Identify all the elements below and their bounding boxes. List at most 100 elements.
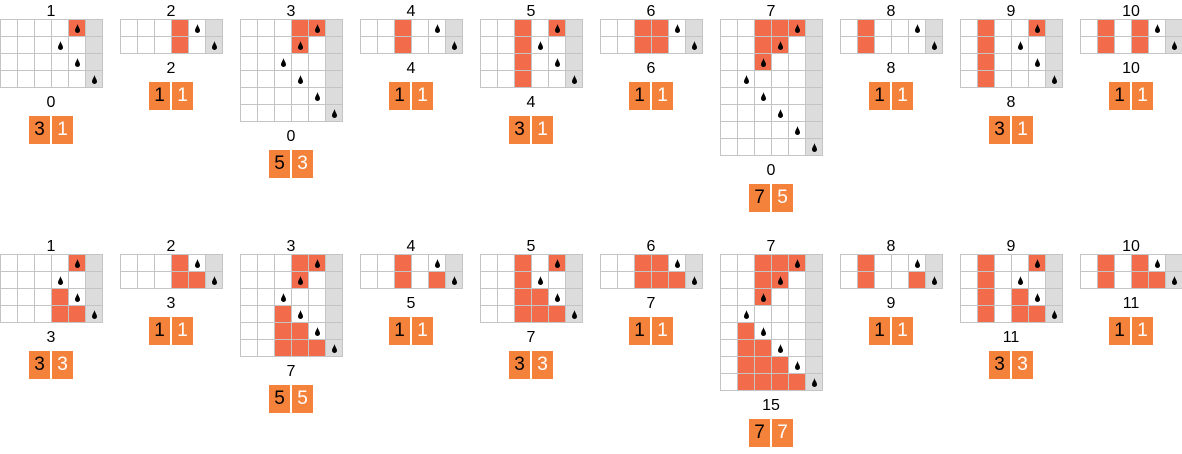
cell-grid (480, 19, 583, 88)
wall-cell (206, 272, 223, 289)
filled-cell (755, 272, 772, 289)
filled-cell (69, 20, 86, 37)
panel-title: 9 (1006, 238, 1016, 255)
grid-cell (121, 272, 138, 289)
water-drop-icon (932, 41, 937, 50)
grid-cell (378, 37, 395, 54)
cell-grid (840, 254, 943, 289)
water-drop-icon (1035, 58, 1040, 67)
wall-cell (206, 255, 223, 272)
grid-cell (721, 306, 738, 323)
badge-count-secondary: 3 (52, 351, 73, 379)
filled-cell (772, 374, 789, 391)
cell-grid (0, 19, 103, 88)
badge-count-primary: 1 (869, 317, 890, 345)
grid-cell (961, 272, 978, 289)
water-drop-icon (1035, 259, 1040, 268)
wall-cell (326, 323, 343, 340)
cell-grid (360, 19, 463, 54)
grid-cell (1029, 71, 1046, 88)
grid-cell (189, 20, 206, 37)
grid-cell (429, 255, 446, 272)
grid-cell (498, 37, 515, 54)
grid-cell (241, 20, 258, 37)
grid-cell (549, 37, 566, 54)
filled-cell (1098, 272, 1115, 289)
grid-cell (52, 20, 69, 37)
grid-cell (18, 289, 35, 306)
wall-cell (926, 37, 943, 54)
wall-cell (806, 122, 823, 139)
filled-cell (549, 20, 566, 37)
grid-cell (772, 340, 789, 357)
filled-cell (515, 20, 532, 37)
badge-count-secondary: 1 (412, 82, 433, 110)
filled-cell (515, 37, 532, 54)
filled-cell (978, 20, 995, 37)
grid-cell (892, 272, 909, 289)
grid-cell (309, 37, 326, 54)
grid-cell (241, 272, 258, 289)
water-drop-icon (435, 259, 440, 268)
grid-cell (755, 122, 772, 139)
grid-cell (481, 71, 498, 88)
panel-result: 0 (286, 128, 296, 145)
grid-cell (618, 37, 635, 54)
wall-cell (566, 71, 583, 88)
water-drop-icon (75, 293, 80, 302)
filled-cell (309, 340, 326, 357)
filled-cell (532, 289, 549, 306)
water-drop-icon (195, 259, 200, 268)
filled-cell (1098, 255, 1115, 272)
filled-cell (652, 37, 669, 54)
grid-cell (738, 105, 755, 122)
cell-grid (0, 254, 103, 323)
grid-cell (1115, 272, 1132, 289)
panel-title: 3 (286, 238, 296, 255)
grid-cell (772, 323, 789, 340)
water-drop-icon (1172, 41, 1177, 50)
grid-cell (721, 340, 738, 357)
water-drop-icon (744, 75, 749, 84)
wall-cell (1046, 37, 1063, 54)
grid-cell (875, 272, 892, 289)
cell-grid (240, 19, 343, 122)
panel-title: 8 (886, 238, 896, 255)
cell-grid (840, 19, 943, 54)
grid-cell (738, 272, 755, 289)
water-drop-icon (1035, 24, 1040, 33)
water-drop-icon (1018, 276, 1023, 285)
grid-cell (755, 71, 772, 88)
grid-cell (121, 255, 138, 272)
grid-cell (1, 255, 18, 272)
water-drop-icon (761, 293, 766, 302)
grid-cell (258, 105, 275, 122)
badge-count-primary: 1 (389, 82, 410, 110)
wall-cell (686, 20, 703, 37)
wall-cell (926, 272, 943, 289)
grid-cell (498, 306, 515, 323)
grid-cell (258, 71, 275, 88)
wall-cell (1166, 255, 1182, 272)
grid-cell (789, 105, 806, 122)
filled-cell (858, 20, 875, 37)
badge-count-primary: 1 (149, 82, 170, 110)
grid-cell (258, 88, 275, 105)
grid-cell (275, 54, 292, 71)
wall-cell (1046, 20, 1063, 37)
grid-cell (378, 255, 395, 272)
cell-grid (600, 254, 703, 289)
badge-count-secondary: 1 (1132, 317, 1153, 345)
panel-title: 10 (1122, 3, 1140, 20)
badge-count-primary: 1 (1109, 82, 1130, 110)
grid-cell (121, 37, 138, 54)
grid-cell (669, 37, 686, 54)
grid-cell (241, 88, 258, 105)
grid-cell (498, 71, 515, 88)
cell-grid (480, 254, 583, 323)
water-drop-icon (778, 41, 783, 50)
